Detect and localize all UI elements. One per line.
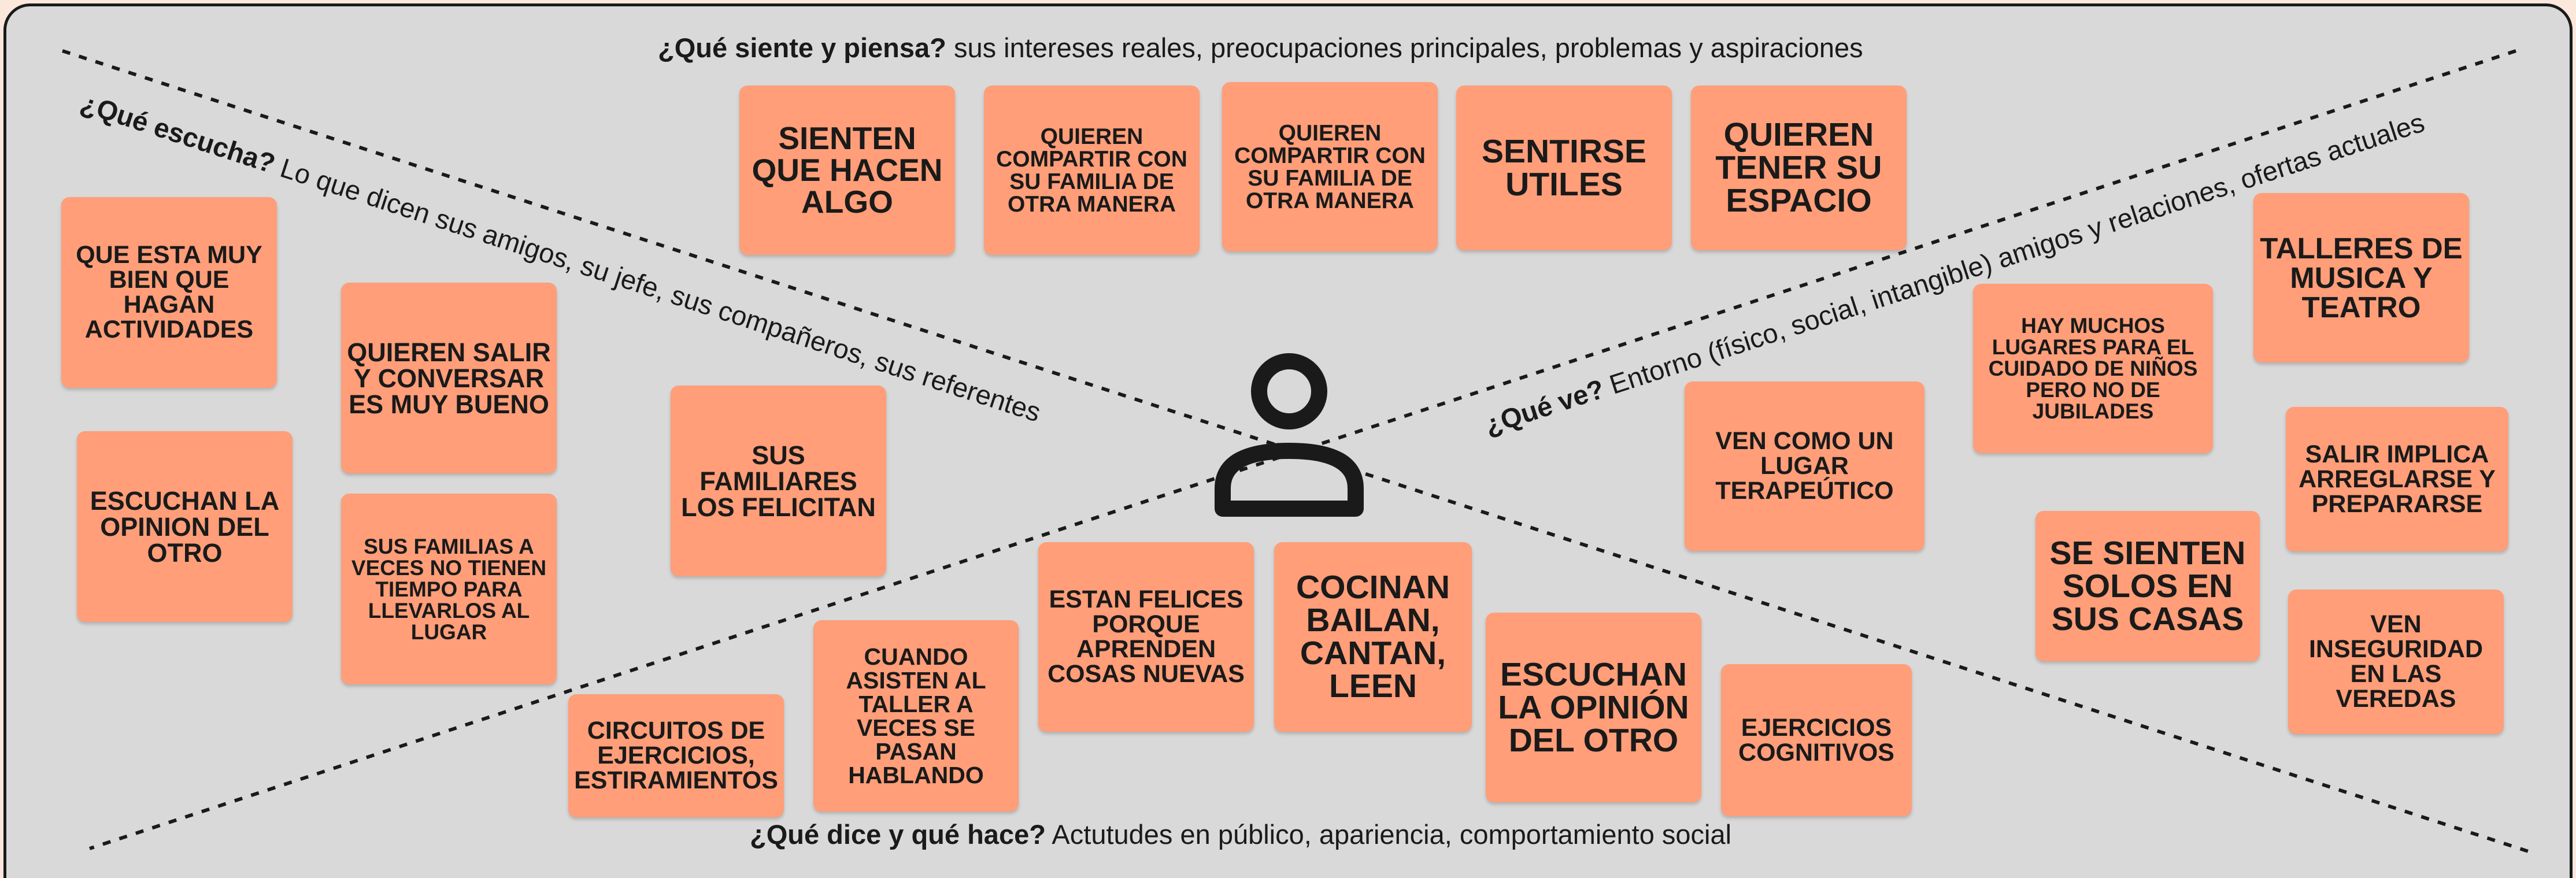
person-icon <box>1215 353 1364 517</box>
note-quieren-tener-su-espacio: QUIEREN TENER SU ESPACIO <box>1691 86 1907 250</box>
note-sienten-que-hacen-algo: SIENTEN QUE HACEN ALGO <box>739 86 955 255</box>
note-cuando-asisten-al-taller: CUANDO ASISTEN AL TALLER A VECES SE PASA… <box>813 620 1019 812</box>
note-estan-felices-porque-aprenden: ESTAN FELICES PORQUE APRENDEN COSAS NUEV… <box>1038 542 1254 732</box>
note-ven-como-un-lugar-terapeutico: VEN COMO UN LUGAR TERAPEÚTICO <box>1685 381 1924 551</box>
note-circuitos-de-ejercicios: CIRCUITOS DE EJERCICIOS, ESTIRAMIENTOS <box>568 694 784 817</box>
note-quieren-compartir-familia-1: QUIEREN COMPARTIR CON SU FAMILIA DE OTRA… <box>984 86 1200 255</box>
note-escuchan-la-opinion: ESCUCHAN LA OPINION DEL OTRO <box>77 431 293 622</box>
section-title-says-does: ¿Qué dice y qué hace? <box>750 819 1046 850</box>
note-se-sienten-solos: SE SIENTEN SOLOS EN SUS CASAS <box>2035 511 2260 661</box>
note-sentirse-utiles: SENTIRSE UTILES <box>1456 86 1672 250</box>
section-header-says-does: ¿Qué dice y qué hace? Actutudes en públi… <box>750 818 1731 850</box>
section-title-thinks: ¿Qué siente y piensa? <box>658 32 946 63</box>
note-hay-muchos-lugares: HAY MUCHOS LUGARES PARA EL CUIDADO DE NI… <box>1973 284 2213 453</box>
note-sus-familias-a-veces: SUS FAMILIAS A VECES NO TIENEN TIEMPO PA… <box>341 494 557 684</box>
note-quieren-compartir-familia-2: QUIEREN COMPARTIR CON SU FAMILIA DE OTRA… <box>1222 82 1438 251</box>
note-que-esta-muy-bien: QUE ESTA MUY BIEN QUE HAGAN ACTIVIDADES <box>61 197 277 388</box>
note-quieren-salir-y-conversar: QUIEREN SALIR Y CONVERSAR ES MUY BUENO <box>341 283 557 473</box>
note-escuchan-la-opinion-del-otro: ESCUCHAN LA OPINIÓN DEL OTRO <box>1486 613 1701 802</box>
section-desc-thinks: sus intereses reales, preocupaciones pri… <box>953 32 1863 63</box>
note-talleres-de-musica-y-teatro: TALLERES DE MUSICA Y TEATRO <box>2253 193 2469 362</box>
section-desc-says-does: Actutudes en público, apariencia, compor… <box>1052 819 1732 850</box>
note-ven-inseguridad-en-las-veredas: VEN INSEGURIDAD EN LAS VEREDAS <box>2288 590 2504 734</box>
note-salir-implica-arreglarse: SALIR IMPLICA ARREGLARSE Y PREPARARSE <box>2286 407 2508 551</box>
note-ejercicios-cognitivos: EJERCICIOS COGNITIVOS <box>1721 664 1912 816</box>
note-sus-familiares-los-felicitan: SUS FAMILIARES LOS FELICITAN <box>671 386 886 576</box>
section-header-thinks: ¿Qué siente y piensa? sus intereses real… <box>658 32 1863 64</box>
note-cocinan-bailan-cantan-leen: COCINAN BAILAN, CANTAN, LEEN <box>1274 542 1472 732</box>
